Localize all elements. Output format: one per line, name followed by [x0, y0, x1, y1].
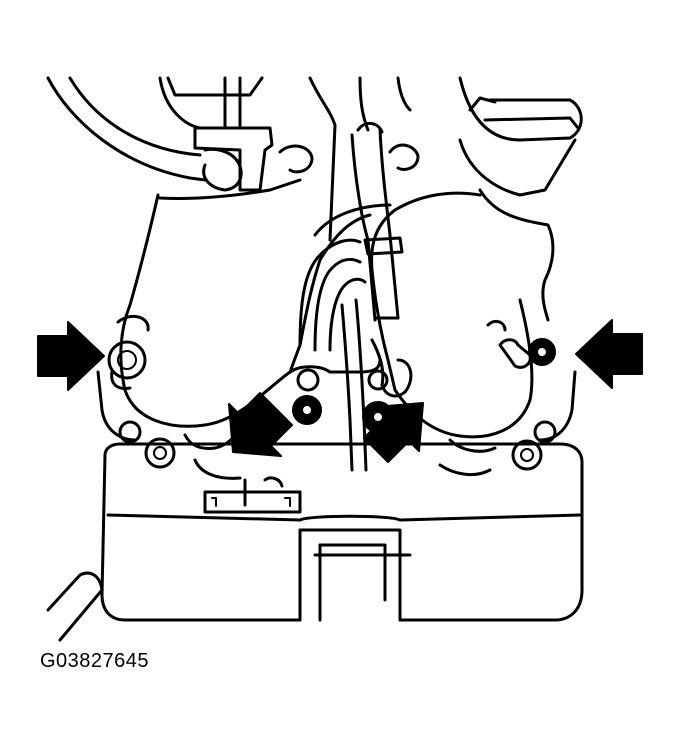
upper-hoses [46, 76, 420, 242]
intake-manifold-body [119, 178, 534, 439]
left-bolt [107, 314, 150, 390]
right-bolt-arrow [575, 319, 643, 389]
bolts [107, 314, 557, 471]
upper-right-bracket [458, 76, 583, 322]
center-left-bolt [292, 368, 322, 425]
right-bolt [486, 319, 556, 369]
lower-bolts [118, 420, 557, 471]
center-left-bolt-arrow [228, 392, 293, 457]
center-right-bolt-arrow [363, 402, 424, 463]
lower-plenum [46, 370, 584, 642]
callout-arrows [37, 319, 643, 463]
figure-caption: G03827645 [40, 650, 150, 672]
left-bolt-arrow [37, 321, 105, 391]
